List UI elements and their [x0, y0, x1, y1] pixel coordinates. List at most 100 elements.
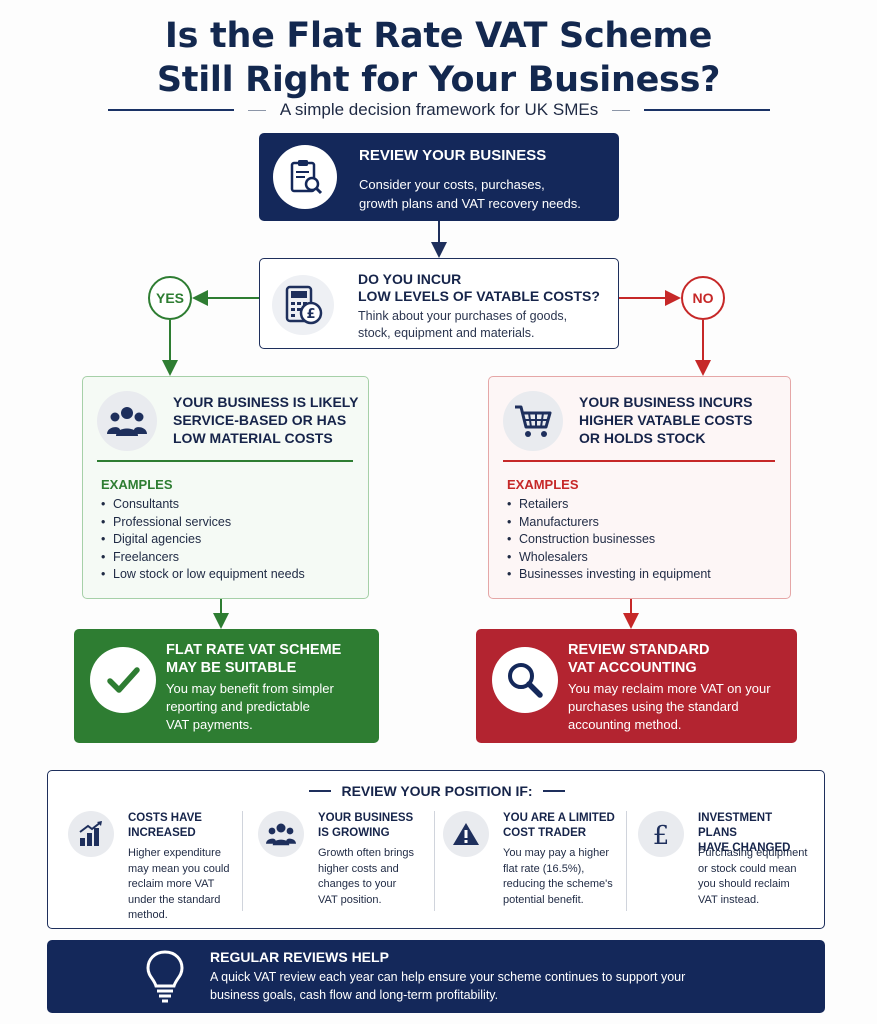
review-item-limited-heading-2: COST TRADER [503, 827, 587, 839]
review-item-growing-desc-1: Growth often brings [318, 847, 414, 859]
review-standard-desc-3: accounting method. [568, 717, 682, 732]
review-standard-box: REVIEW STANDARD VAT ACCOUNTING You may r… [476, 629, 797, 743]
list-item: Professional services [101, 514, 305, 532]
yes-path-box: YOUR BUSINESS IS LIKELY SERVICE-BASED OR… [82, 376, 369, 599]
review-item-growing-desc: Growth often brings higher costs and cha… [318, 846, 433, 908]
flat-rate-suitable-box: FLAT RATE VAT SCHEME MAY BE SUITABLE You… [74, 629, 379, 743]
review-item-costs: COSTS HAVE INCREASED Higher expenditure … [58, 811, 243, 921]
pound-icon: £ [638, 811, 684, 857]
review-item-costs-desc-4: under the standard [128, 893, 221, 906]
review-business-desc-2: growth plans and VAT recovery needs. [359, 196, 581, 211]
review-item-growing-desc-3: changes to your [318, 878, 397, 890]
checkmark-icon [90, 647, 156, 713]
review-title-rule-left [309, 790, 332, 792]
warning-icon [443, 811, 489, 857]
subtitle: A simple decision framework for UK SMEs [279, 100, 599, 119]
title-line-1: Is the Flat Rate VAT Scheme [164, 16, 713, 56]
list-item: Construction businesses [507, 531, 711, 549]
svg-text:£: £ [653, 821, 670, 849]
list-item: Consultants [101, 496, 305, 514]
review-item-investment: £ INVESTMENT PLANS HAVE CHANGED Purchasi… [628, 811, 813, 921]
review-item-limited-desc-3: reducing the scheme's [503, 878, 613, 890]
review-item-growing: YOUR BUSINESS IS GROWING Growth often br… [248, 811, 433, 921]
people-icon [97, 391, 157, 451]
yes-examples-label: EXAMPLES [101, 477, 173, 492]
review-standard-heading-2: VAT ACCOUNTING [568, 660, 697, 676]
shopping-cart-icon [503, 391, 563, 451]
review-item-growing-desc-2: higher costs and [318, 862, 399, 875]
no-path-heading-3: OR HOLDS STOCK [579, 430, 706, 446]
subtitle-dash-right [612, 109, 631, 111]
review-divider-2 [434, 811, 435, 911]
review-item-growing-heading: YOUR BUSINESS IS GROWING [318, 811, 433, 841]
subtitle-row: A simple decision framework for UK SMEs [108, 98, 771, 122]
team-icon [258, 811, 304, 857]
review-title-row: REVIEW YOUR POSITION IF: [48, 783, 826, 799]
no-badge: NO [681, 276, 725, 320]
review-item-limited-heading: YOU ARE A LIMITED COST TRADER [503, 811, 618, 841]
flat-rate-desc: You may benefit from simpler reporting a… [166, 680, 386, 734]
question-heading-2: LOW LEVELS OF VATABLE COSTS? [358, 288, 600, 304]
review-item-limited-heading-1: YOU ARE A LIMITED [503, 812, 615, 824]
question-heading-1: DO YOU INCUR [358, 271, 462, 287]
review-item-costs-heading: COSTS HAVE INCREASED [128, 811, 243, 841]
regular-reviews-desc-1: A quick VAT review each year can help en… [210, 970, 686, 984]
regular-reviews-banner: REGULAR REVIEWS HELP A quick VAT review … [47, 940, 825, 1013]
regular-reviews-heading: REGULAR REVIEWS HELP [210, 949, 389, 965]
clipboard-search-icon [273, 145, 337, 209]
review-position-panel: REVIEW YOUR POSITION IF: COSTS HAVE INCR… [47, 770, 825, 929]
yes-path-divider [97, 460, 353, 462]
review-item-investment-desc: Purchasing equipment or stock could mean… [698, 846, 813, 908]
subtitle-rule-left [108, 109, 234, 111]
flat-rate-heading-2: MAY BE SUITABLE [166, 660, 297, 676]
yes-path-heading-2: SERVICE-BASED OR HAS [173, 412, 347, 428]
question-heading: DO YOU INCUR LOW LEVELS OF VATABLE COSTS… [358, 271, 608, 305]
review-item-growing-heading-2: IS GROWING [318, 827, 390, 839]
review-item-costs-desc-1: Higher expenditure [128, 847, 221, 859]
page-title: Is the Flat Rate VAT Scheme Still Right … [0, 14, 877, 102]
review-item-limited-desc-1: You may pay a higher [503, 847, 609, 859]
no-examples-list: Retailers Manufacturers Construction bus… [507, 496, 711, 584]
regular-reviews-desc: A quick VAT review each year can help en… [210, 968, 770, 1004]
question-desc-1: Think about your purchases of goods, [358, 309, 568, 323]
review-item-investment-desc-1: Purchasing equipment [698, 847, 808, 859]
review-item-investment-desc-3: you should reclaim [698, 878, 790, 890]
review-title: REVIEW YOUR POSITION IF: [341, 783, 533, 799]
review-business-desc: Consider your costs, purchases, growth p… [359, 175, 599, 213]
review-item-investment-heading: INVESTMENT PLANS HAVE CHANGED [698, 811, 813, 856]
review-item-growing-desc-4: VAT position. [318, 893, 382, 906]
no-path-divider [503, 460, 775, 462]
flat-rate-heading: FLAT RATE VAT SCHEME MAY BE SUITABLE [166, 641, 386, 677]
review-item-investment-desc-2: or stock could mean [698, 862, 797, 875]
review-item-limited-desc-2: flat rate (16.5%), [503, 862, 585, 875]
no-path-heading-2: HIGHER VATABLE COSTS [579, 412, 753, 428]
review-standard-desc: You may reclaim more VAT on your purchas… [568, 680, 788, 734]
flat-rate-desc-1: You may benefit from simpler [166, 681, 334, 696]
review-divider-3 [626, 811, 627, 911]
list-item: Businesses investing in equipment [507, 566, 711, 584]
list-item: Freelancers [101, 549, 305, 567]
review-item-costs-heading-1: COSTS HAVE [128, 812, 202, 824]
review-business-box: REVIEW YOUR BUSINESS Consider your costs… [259, 133, 619, 221]
review-item-costs-desc-3: reclaim more VAT [128, 878, 215, 890]
list-item: Retailers [507, 496, 711, 514]
flat-rate-desc-2: reporting and predictable [166, 699, 310, 714]
question-desc: Think about your purchases of goods, sto… [358, 308, 608, 342]
review-item-limited-desc-4: potential benefit. [503, 893, 584, 906]
review-item-limited-desc: You may pay a higher flat rate (16.5%), … [503, 846, 618, 908]
question-desc-2: stock, equipment and materials. [358, 326, 535, 340]
title-line-2: Still Right for Your Business? [156, 60, 721, 100]
flat-rate-desc-3: VAT payments. [166, 717, 253, 732]
review-item-limited-cost: YOU ARE A LIMITED COST TRADER You may pa… [433, 811, 618, 921]
no-path-heading: YOUR BUSINESS INCURS HIGHER VATABLE COST… [579, 393, 779, 447]
review-divider-1 [242, 811, 243, 911]
list-item: Low stock or low equipment needs [101, 566, 305, 584]
yes-badge: YES [148, 276, 192, 320]
bar-chart-growth-icon [68, 811, 114, 857]
yes-path-heading-1: YOUR BUSINESS IS LIKELY [173, 394, 359, 410]
list-item: Wholesalers [507, 549, 711, 567]
no-path-heading-1: YOUR BUSINESS INCURS [579, 394, 753, 410]
review-item-costs-heading-2: INCREASED [128, 827, 196, 839]
review-item-costs-desc-2: may mean you could [128, 862, 230, 875]
subtitle-rule-right [644, 109, 771, 111]
